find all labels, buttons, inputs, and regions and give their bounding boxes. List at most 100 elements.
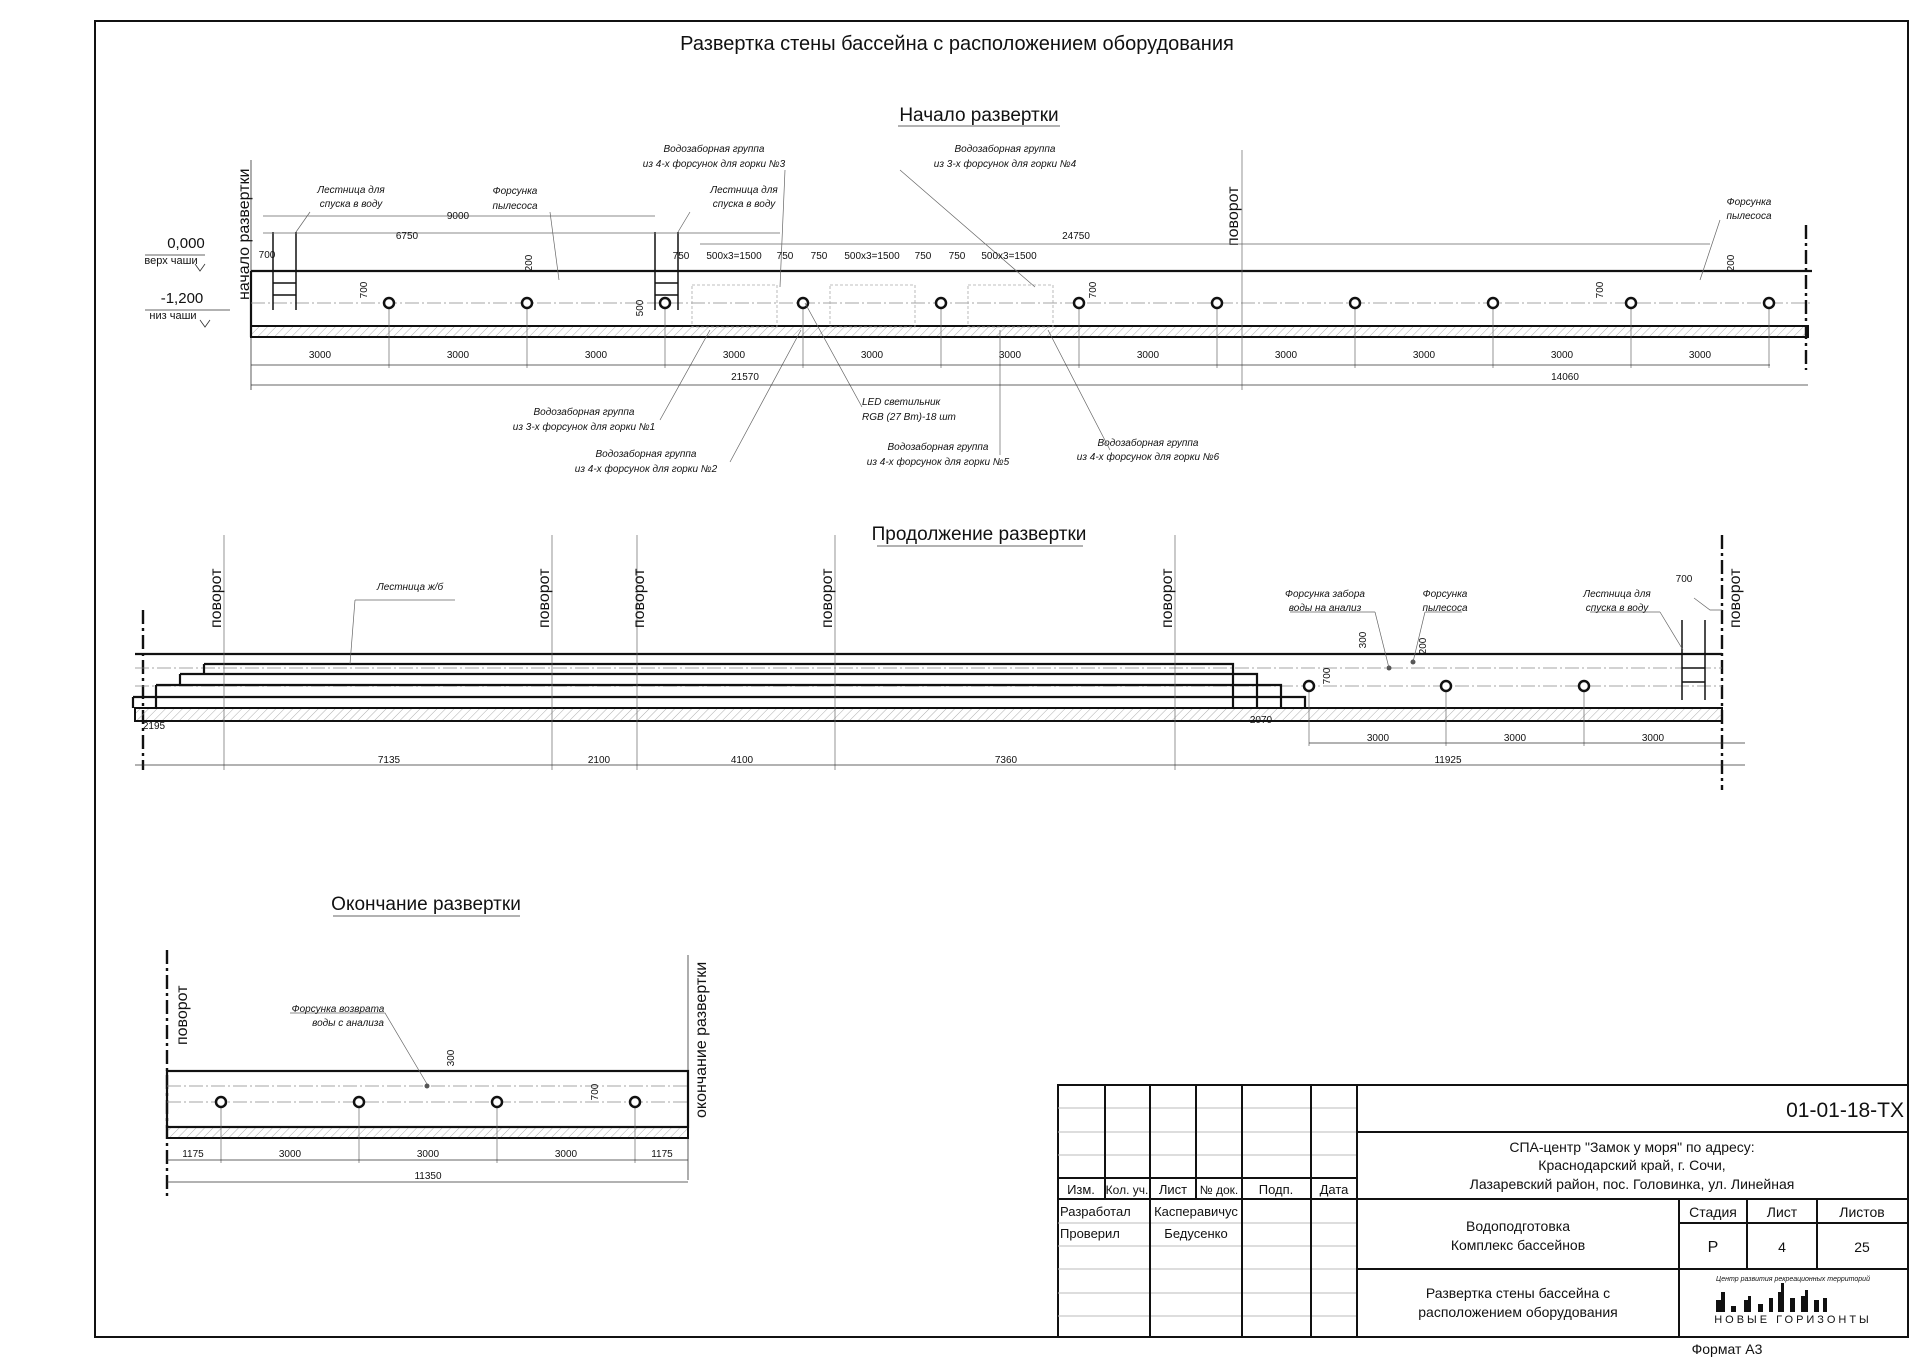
- callout-group-6: из 4-х форсунок для горки №6: [1077, 451, 1220, 463]
- ladder-icon: [272, 232, 679, 310]
- sheets-value: 25: [1854, 1239, 1870, 1255]
- turn-label: поворот: [631, 568, 648, 628]
- led-light-icon: [796, 296, 810, 310]
- dim-label: 700: [1322, 667, 1333, 684]
- dim-label: 3000: [1367, 733, 1390, 744]
- checked-name: Бедусенко: [1164, 1226, 1227, 1241]
- address-line: Краснодарский край, г. Сочи,: [1538, 1157, 1725, 1173]
- callout-ladder: спуска в воду: [1586, 603, 1650, 614]
- concrete-stairs: [131, 662, 1307, 708]
- callout-group-1: из 3-х форсунок для горки №1: [513, 421, 655, 433]
- callout-vacuum: Форсунка: [1727, 197, 1772, 208]
- sheet-title: Развертка стены бассейна с расположением…: [680, 33, 1234, 55]
- callout-group-3: из 4-х форсунок для горки №3: [643, 158, 786, 170]
- dim-label: 2100: [588, 755, 611, 766]
- header-sheet: Лист: [1159, 1182, 1187, 1197]
- dim-label: 14060: [1551, 372, 1579, 383]
- led-light-icon: [1577, 679, 1591, 693]
- header-change: Изм.: [1067, 1182, 1095, 1197]
- sheets-header: Листов: [1839, 1204, 1885, 1220]
- callout-sample: Форсунка забора: [1285, 588, 1365, 600]
- callout-group-4: Водозаборная группа: [955, 143, 1056, 155]
- header-date: Дата: [1320, 1182, 1350, 1197]
- dim-label: 21570: [731, 372, 759, 383]
- dim-label: 11350: [414, 1171, 442, 1182]
- dim-label: 2195: [143, 721, 166, 732]
- callout-group-5: Водозаборная группа: [888, 441, 989, 453]
- callout-return: воды с анализа: [312, 1018, 384, 1029]
- led-light-icon: [934, 296, 948, 310]
- turn-label: поворот: [1727, 568, 1744, 628]
- led-light-icon: [1486, 296, 1500, 310]
- document-code: 01-01-18-ТХ: [1786, 1099, 1904, 1122]
- dim-label: 200: [1418, 637, 1429, 654]
- address-line: Лазаревский район, пос. Головинка, ул. Л…: [1470, 1176, 1795, 1192]
- led-light-icon: [214, 1095, 228, 1109]
- sheet-name: расположением оборудования: [1418, 1304, 1618, 1320]
- dim-label: 7360: [995, 755, 1018, 766]
- level-top-note: верх чаши: [144, 255, 197, 267]
- led-light-icon: [1624, 296, 1638, 310]
- dim-label: 3000: [1551, 350, 1574, 361]
- dim-label: 3000: [309, 350, 332, 361]
- company-logo: Центр развития рекреационных территорий …: [1714, 1275, 1870, 1326]
- led-light-icon: [1072, 296, 1086, 310]
- level-bottom-note: низ чаши: [149, 310, 196, 322]
- turn-label: поворот: [174, 985, 191, 1045]
- dim-label: 3000: [1413, 350, 1436, 361]
- callout-stairs: Лестница ж/б: [376, 581, 444, 593]
- led-light-icon: [1302, 679, 1316, 693]
- dim-label: 2070: [1250, 715, 1273, 726]
- level-marks: [145, 254, 230, 328]
- callout-group-2: Водозаборная группа: [596, 448, 697, 460]
- dim-label: 200: [524, 254, 535, 271]
- sheet-value: 4: [1778, 1239, 1786, 1255]
- level-bottom: -1,200: [161, 290, 204, 307]
- dim-label: 3000: [585, 350, 608, 361]
- section-start: Начало развертки 0,000 верх чаши -1,200 …: [144, 105, 1812, 475]
- callout-ladder: Лестница для: [316, 185, 385, 196]
- led-lights: [214, 1095, 642, 1163]
- level-top: 0,000: [167, 235, 205, 252]
- dim-label: 750: [777, 251, 794, 262]
- dim-label: 3000: [999, 350, 1022, 361]
- callout-group-6: Водозаборная группа: [1098, 437, 1199, 449]
- led-light-icon: [1762, 296, 1776, 310]
- callout-vacuum: Форсунка: [493, 186, 538, 197]
- dim-label: 700: [359, 281, 370, 298]
- dim-label: 300: [1358, 631, 1369, 648]
- turn-label: поворот: [536, 568, 553, 628]
- dim-label: 7135: [378, 755, 401, 766]
- dim-label: 1175: [182, 1149, 204, 1160]
- callout-led: RGB (27 Вт)-18 шт: [862, 412, 956, 423]
- callout-vacuum: пылесоса: [492, 201, 538, 212]
- callout-vacuum: Форсунка: [1423, 589, 1468, 600]
- address-line: СПА-центр "Замок у моря" по адресу:: [1509, 1139, 1754, 1155]
- callout-vacuum: пылесоса: [1422, 603, 1468, 614]
- turn-label: поворот: [1159, 568, 1176, 628]
- dim-label: 9000: [447, 211, 470, 222]
- dim-label: 3000: [1504, 733, 1527, 744]
- dim-label: 300: [446, 1049, 457, 1066]
- title-block: Изм. Кол. уч. Лист № док. Подп. Дата Раз…: [1057, 1084, 1909, 1338]
- turn-label: поворот: [819, 568, 836, 628]
- section-end: Окончание развертки поворот окончание ра…: [165, 894, 710, 1200]
- section-name: Водоподготовка: [1466, 1218, 1570, 1234]
- callout-group-4: из 3-х форсунок для горки №4: [934, 158, 1077, 170]
- return-nozzle-icon: [424, 1083, 430, 1089]
- led-light-icon: [490, 1095, 504, 1109]
- dim-label: 3000: [447, 350, 470, 361]
- dim-label: 3000: [555, 1149, 578, 1160]
- end-label: окончание развертки: [693, 962, 710, 1118]
- intake-groups: [691, 284, 1054, 328]
- callout-sample: воды на анализ: [1289, 603, 1362, 614]
- section-title: Начало развертки: [899, 105, 1058, 126]
- section-continuation: Продолжение развертки поворот поворот по…: [131, 524, 1745, 790]
- sheet-frame: [94, 20, 1909, 1338]
- stage-value: Р: [1708, 1239, 1719, 1256]
- dim-label: 3000: [861, 350, 884, 361]
- callout-ladder: спуска в воду: [320, 199, 384, 210]
- led-lights: [1302, 679, 1591, 746]
- callout-ladder: Лестница для: [709, 185, 778, 196]
